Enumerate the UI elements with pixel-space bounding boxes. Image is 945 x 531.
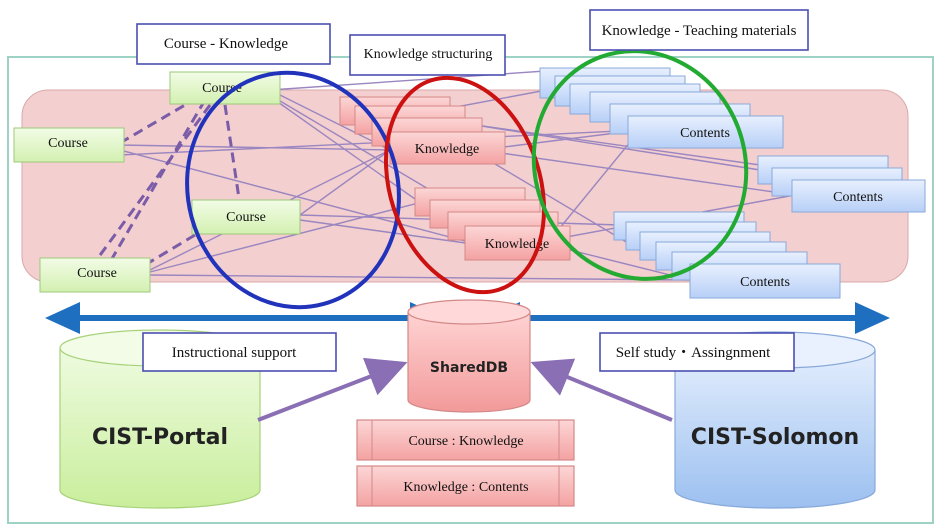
svg-text:Course - Knowledge: Course - Knowledge: [164, 36, 288, 52]
contents-stack-3: Contents: [613, 211, 841, 299]
cist-portal-label: CIST-Portal: [92, 425, 228, 450]
table-knowledge-contents: Knowledge : Contents: [356, 465, 575, 507]
knowledge-structuring-ellipse: [383, 75, 547, 295]
knowledge-node-2: [464, 225, 571, 261]
knowledge-label-2: Knowledge: [485, 237, 550, 252]
course-label-4: Course: [77, 266, 117, 281]
course-node-1: Course: [169, 71, 281, 105]
course-label-2: Course: [48, 136, 88, 151]
contents-node-3: [689, 263, 841, 299]
svg-text:Course : Knowledge: Course : Knowledge: [408, 434, 523, 449]
label-knowledge-structuring: Knowledge structuring: [349, 34, 506, 76]
knowledge-node-1: [389, 131, 506, 165]
arrow-right: [485, 302, 890, 334]
contents-stack-2: Contents: [757, 155, 926, 213]
table-course-knowledge: Course : Knowledge: [356, 419, 575, 461]
svg-text:Knowledge : Contents: Knowledge : Contents: [403, 480, 528, 495]
label-course-knowledge: Course - Knowledge: [136, 23, 331, 65]
course-node-3: Course: [191, 199, 301, 235]
contents-label-3: Contents: [740, 275, 790, 290]
knowledge-stack-2: Knowledge: [414, 187, 571, 261]
contents-node-2: [791, 179, 926, 213]
contents-stack-1: Contents: [539, 67, 784, 149]
shared-db: SharedDB: [407, 299, 531, 413]
course-node-4: Course: [39, 257, 151, 293]
label-knowledge-teaching: Knowledge - Teaching materials: [589, 9, 809, 51]
solomon-to-shared-arrow: [530, 358, 673, 422]
label-self-study: Self study・Assingnment: [599, 332, 795, 372]
label-instructional-support: Instructional support: [142, 332, 337, 372]
knowledge-label-1: Knowledge: [415, 142, 480, 157]
cist-solomon-label: CIST-Solomon: [691, 425, 859, 450]
contents-node-1: [627, 115, 784, 149]
contents-label-2: Contents: [833, 190, 883, 205]
shared-db-label: SharedDB: [430, 360, 508, 376]
connections: [119, 69, 796, 281]
arrow-left: [45, 302, 445, 334]
svg-text:Instructional support: Instructional support: [172, 345, 297, 361]
svg-text:Self study・Assingnment: Self study・Assingnment: [616, 345, 771, 361]
contents-label-1: Contents: [680, 126, 730, 141]
knowledge-teaching-ellipse: [531, 49, 749, 281]
svg-text:Knowledge - Teaching materials: Knowledge - Teaching materials: [602, 23, 797, 39]
svg-text:Knowledge structuring: Knowledge structuring: [364, 47, 493, 62]
course-node-2: Course: [13, 127, 125, 163]
course-label-3: Course: [226, 210, 266, 225]
course-knowledge-ellipse: [185, 70, 401, 310]
portal-to-shared-arrow: [257, 357, 408, 422]
